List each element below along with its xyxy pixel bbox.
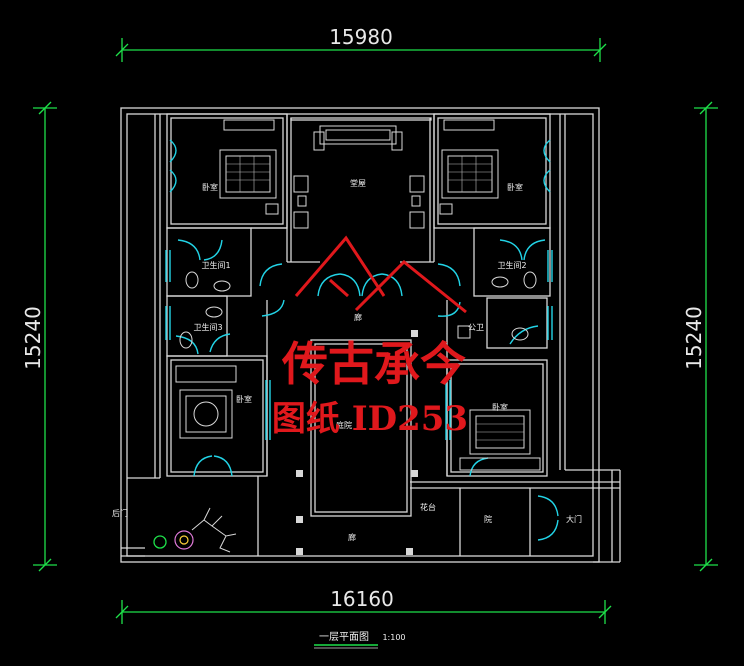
drawing-title: 一层平面图 1:100	[314, 631, 406, 649]
dimension-left-label: 15240	[21, 306, 45, 370]
dimension-right-label: 15240	[682, 306, 706, 370]
room-label-yard: 院	[484, 514, 492, 524]
dimension-left: 15240	[21, 101, 57, 572]
dimension-bottom: 16160	[115, 587, 612, 624]
room-label-bath3: 卫生间3	[193, 322, 222, 332]
room-label-bedroom-se: 卧室	[492, 402, 508, 412]
outer-walls	[120, 107, 600, 563]
room-label-bath1: 卫生间1	[201, 260, 230, 270]
watermark-line2: 图纸 ID253	[272, 399, 468, 439]
room-label-corridor-top: 廊	[354, 312, 362, 322]
dimension-top: 15980	[115, 25, 607, 62]
drawing-scale-text: 1:100	[382, 633, 405, 642]
columns	[296, 330, 418, 555]
drawing-title-text: 一层平面图	[319, 631, 369, 643]
watermark: 传古承今 图纸 ID253	[272, 235, 468, 439]
doors-and-windows	[165, 139, 559, 541]
room-label-main-gate: 大门	[566, 514, 582, 524]
furniture	[153, 119, 541, 553]
dimension-bottom-label: 16160	[330, 587, 394, 611]
room-label-hall: 堂屋	[350, 178, 366, 188]
room-label-bedroom-sw: 卧室	[236, 394, 252, 404]
room-label-public-wc: 公卫	[468, 323, 484, 332]
room-label-bedroom-nw: 卧室	[202, 182, 218, 192]
watermark-line1: 传古承今	[281, 337, 466, 391]
room-label-flowerbed: 花台	[420, 502, 436, 512]
room-label-courtyard: 庭院	[336, 420, 352, 430]
room-labels: 卧室 堂屋 卧室 卫生间1 卫生间2 卫生间3 廊 公卫 卧室 卧室 庭院 花台…	[112, 178, 582, 542]
dimension-right: 15240	[682, 101, 718, 572]
room-label-corridor-bottom: 廊	[348, 532, 356, 542]
room-label-bath2: 卫生间2	[497, 260, 526, 270]
dimension-top-label: 15980	[329, 25, 393, 49]
room-label-side-door: 后门	[112, 508, 128, 518]
room-label-bedroom-ne: 卧室	[507, 182, 523, 192]
